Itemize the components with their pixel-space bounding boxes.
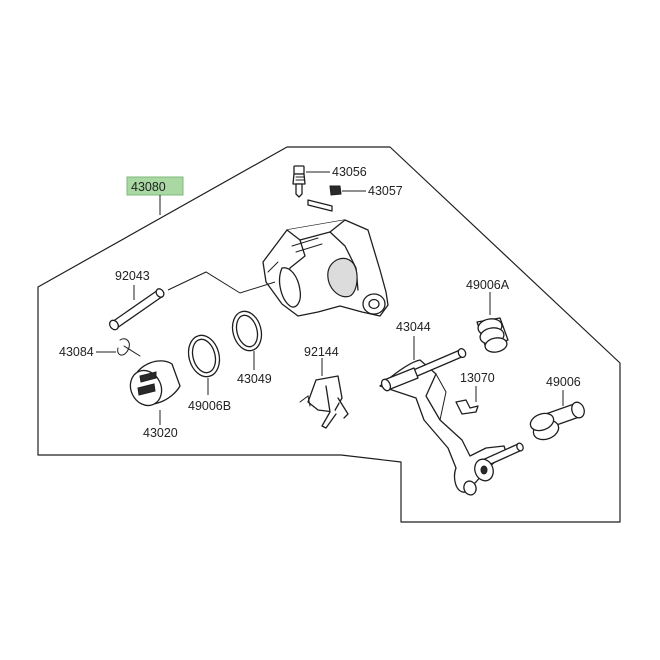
boot-a: [476, 317, 509, 353]
part-number-boot-a: 49006A: [466, 278, 510, 292]
spring: [299, 375, 349, 429]
caliper-body: [262, 219, 389, 317]
part-number-bleeder-valve: 43056: [332, 165, 367, 179]
dust-seal: [187, 334, 221, 378]
part-number-assembly: 43080: [131, 180, 166, 194]
part-number-boot: 49006: [546, 375, 581, 389]
part-number-clip: 43084: [59, 345, 94, 359]
boot: [529, 401, 585, 441]
piston-seal: [231, 310, 263, 352]
part-number-spring: 92144: [304, 345, 339, 359]
part-number-pin: 92043: [115, 269, 150, 283]
part-number-dust-seal: 49006B: [188, 399, 231, 413]
bleeder-cap: [307, 185, 342, 212]
pad-spring: [455, 399, 479, 415]
pin-leader: [133, 271, 276, 300]
part-number-piston: 43020: [143, 426, 178, 440]
assembly-label-highlight: [126, 176, 184, 196]
holder: [379, 348, 524, 496]
part-number-pad-spring: 13070: [460, 371, 495, 385]
part-number-holder: 43044: [396, 320, 431, 334]
bleeder-valve: [292, 165, 306, 198]
piston: [129, 360, 181, 407]
caliper-pin: [108, 288, 165, 331]
part-number-piston-seal: 43049: [237, 372, 272, 386]
clip: [117, 338, 141, 357]
assembly-boundary: [37, 146, 621, 523]
part-number-bleeder-cap: 43057: [368, 184, 403, 198]
